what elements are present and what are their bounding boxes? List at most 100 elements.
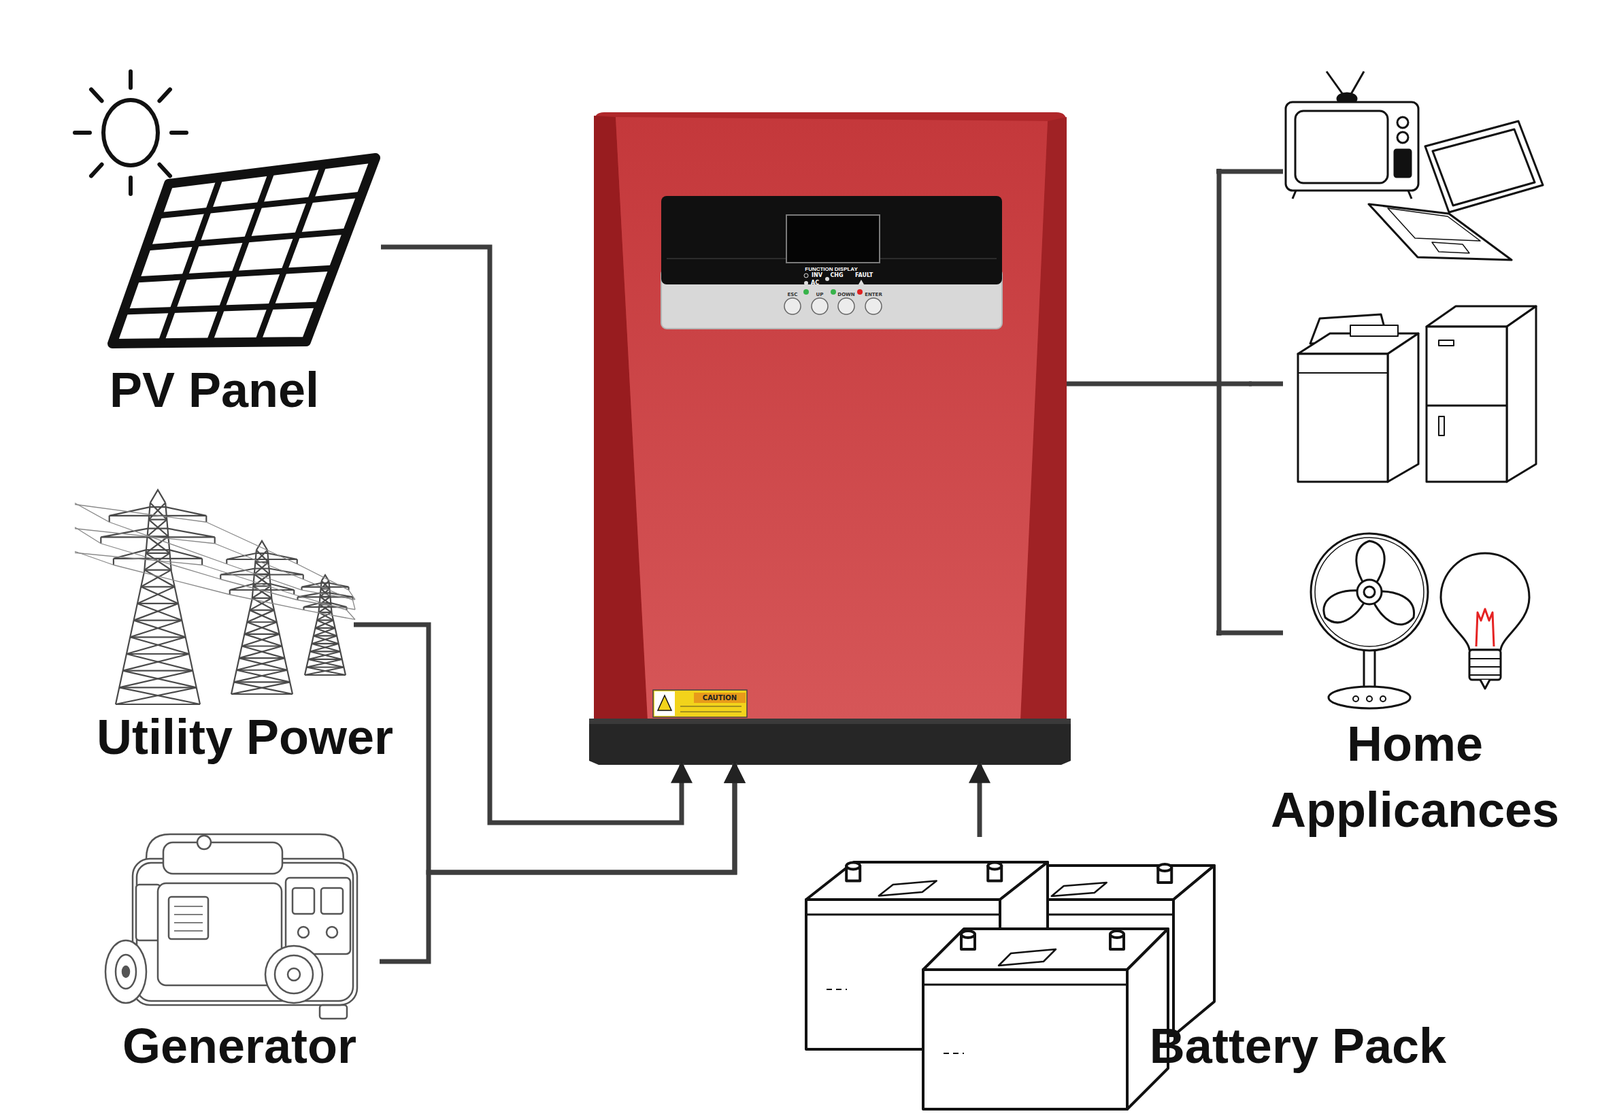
inverter-unit (589, 112, 1071, 765)
indicator-label: FAULT (855, 272, 873, 279)
tower-brace (246, 610, 275, 623)
panel-switch (297, 926, 309, 938)
tv-speaker (1394, 149, 1411, 177)
generator-frame (132, 858, 358, 1005)
washer-controls (1350, 325, 1398, 337)
tower-brace (236, 657, 286, 671)
inverter-face (615, 117, 1048, 720)
distribution-bus (1216, 168, 1283, 636)
power-connector (977, 763, 983, 837)
tower-brace (150, 502, 167, 520)
wheel (105, 940, 147, 1003)
power-line (229, 594, 305, 611)
power-line (346, 609, 356, 620)
tower-brace (244, 621, 277, 635)
indicator-label: INV (811, 272, 823, 279)
panel-switch (326, 926, 338, 938)
fan-blade (1361, 580, 1421, 630)
tower-brace (140, 585, 175, 588)
power-line (206, 521, 297, 564)
bulb-contact (1480, 679, 1490, 689)
sun-ray (159, 164, 171, 177)
washer-line (1297, 372, 1388, 374)
battery-side (1173, 865, 1215, 1036)
tower-brace (144, 570, 175, 588)
muffler (136, 884, 161, 941)
tower-brace (313, 627, 336, 637)
tower-brace (137, 603, 182, 621)
sticker-fine-print (680, 710, 742, 713)
battery-pack-node: Battery Pack (795, 836, 1463, 1116)
tower-brace (231, 681, 290, 694)
keypad-button (838, 297, 855, 315)
tower-brace (314, 619, 333, 628)
tower-brace (145, 552, 170, 554)
socket (321, 887, 343, 914)
tower-brace (134, 603, 179, 621)
power-line (74, 528, 215, 544)
battery-terminal-cap (1157, 863, 1172, 871)
tower-brace (318, 604, 331, 613)
tv-screen (1295, 110, 1388, 183)
sun-ray (128, 177, 133, 194)
battery-top (923, 928, 1169, 970)
panel-grid-line (146, 231, 348, 248)
sun-ray (91, 164, 103, 177)
tower-brace (239, 646, 283, 659)
tower-brace (244, 633, 279, 635)
bulb-thread (1469, 665, 1501, 668)
insulator (205, 515, 207, 522)
tv-foot (1408, 190, 1412, 199)
tv-knob (1397, 117, 1409, 128)
laptop-keyboard (1387, 208, 1481, 241)
laptop-base (1368, 204, 1512, 260)
keypad-button (784, 297, 801, 315)
button-label: DOWN (837, 292, 855, 298)
panel-grid-line (209, 170, 273, 343)
tv-cabinet (1285, 102, 1419, 191)
tower-brace (252, 597, 273, 599)
wheel-hub (115, 954, 137, 989)
battery-lid-line (923, 983, 1128, 986)
tower-brace (123, 670, 197, 688)
battery-terminal-cap (987, 862, 1002, 870)
battery-vent (998, 948, 1056, 966)
appliances-drawing (1285, 71, 1543, 709)
bulb-thread (1469, 674, 1501, 676)
tower-brace (137, 586, 175, 604)
battery-vent (878, 880, 937, 896)
base-edge (589, 718, 1071, 724)
tower-brace (126, 653, 190, 655)
fan-hub (1357, 579, 1382, 605)
insulator (293, 589, 295, 595)
tower-peak (150, 489, 166, 503)
display-panel (661, 195, 1003, 285)
fridge-door-split (1426, 404, 1507, 407)
tower-brace (119, 670, 193, 688)
tower-brace (144, 568, 171, 571)
bus-line (1217, 168, 1222, 636)
socket (292, 887, 315, 914)
tower-brace (115, 687, 197, 705)
utility-power-node: Utility Power (71, 476, 354, 776)
battery-terminal-cap (846, 862, 860, 870)
power-line (348, 589, 356, 600)
laptop-touchpad (1431, 242, 1470, 254)
bus-branch (1216, 630, 1283, 636)
recoil-starter (274, 955, 313, 994)
home-appliances-node: Home Applicances (1251, 74, 1579, 847)
tower-brace (244, 634, 282, 647)
insulator (302, 574, 305, 580)
generator-node: Generator (95, 819, 380, 1092)
button-label: ESC (787, 292, 798, 298)
tower-brace (137, 602, 179, 605)
tower-arm (226, 553, 298, 560)
insulator (225, 559, 228, 564)
power-line (113, 564, 230, 595)
pv-panel-node: PV Panel (81, 61, 381, 426)
node-label: Generator (69, 1016, 410, 1075)
tower-brace (134, 619, 183, 622)
insulator (201, 558, 203, 565)
